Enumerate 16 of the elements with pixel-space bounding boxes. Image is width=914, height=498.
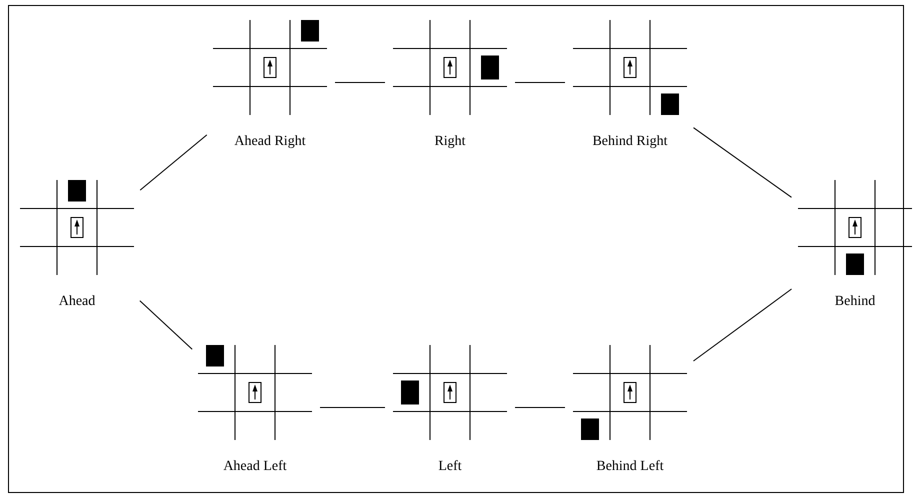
position-label: Behind Right — [591, 134, 669, 150]
connector-line — [693, 127, 792, 198]
connector-line — [139, 300, 193, 350]
connector-line — [514, 82, 566, 83]
position-label: Ahead Right — [233, 134, 307, 150]
connector-line — [514, 407, 566, 408]
connector-line — [320, 407, 386, 408]
position-label: Behind — [834, 294, 876, 310]
connector-line — [692, 288, 792, 362]
connector-line — [140, 134, 208, 191]
position-label: Behind Left — [595, 459, 665, 475]
connector-line — [334, 82, 386, 83]
position-label: Ahead — [58, 294, 96, 310]
position-label: Left — [437, 459, 463, 475]
position-label: Ahead Left — [222, 459, 288, 475]
position-label: Right — [433, 134, 467, 150]
